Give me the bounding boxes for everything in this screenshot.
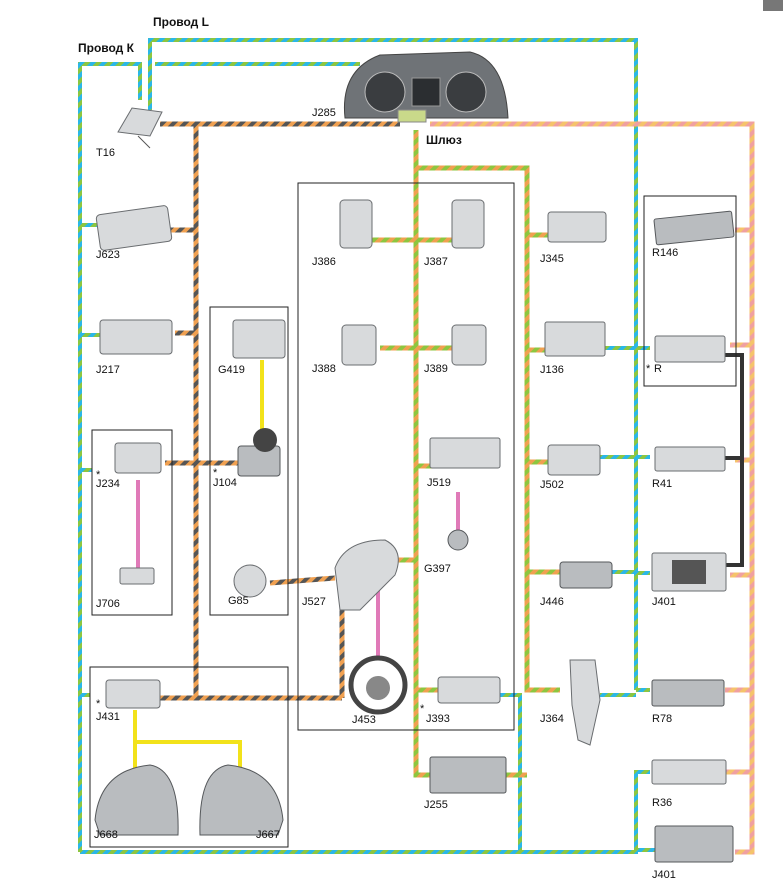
headlight-J667[interactable] bbox=[199, 764, 284, 836]
label-J255: J255 bbox=[424, 799, 448, 811]
group-box-radio bbox=[643, 195, 737, 387]
label-T16: T16 bbox=[96, 147, 115, 159]
rain-sensor-G397[interactable] bbox=[447, 529, 469, 551]
aux-heater-J364[interactable] bbox=[569, 659, 601, 746]
label-J104-star: * bbox=[213, 467, 218, 479]
label-R36: R36 bbox=[652, 797, 672, 809]
tyre-pressure-J502[interactable] bbox=[547, 444, 601, 476]
label-J386: J386 bbox=[312, 256, 336, 268]
gearbox-ecu-J217[interactable] bbox=[99, 319, 173, 355]
parking-aid-J446[interactable] bbox=[559, 561, 613, 589]
label-wire-l: Провод L bbox=[153, 15, 209, 29]
label-J706: J706 bbox=[96, 598, 120, 610]
corner-marker bbox=[763, 0, 783, 11]
drivetrain-can bbox=[160, 121, 400, 701]
label-J393-star: * bbox=[420, 703, 425, 715]
label-J668: J668 bbox=[94, 829, 118, 841]
label-J453: J453 bbox=[352, 714, 376, 726]
diagnostic-connector-T16[interactable] bbox=[117, 107, 163, 149]
label-J431-star: * bbox=[96, 698, 101, 710]
sensor-G419[interactable] bbox=[232, 319, 286, 359]
headlight-range-J431[interactable] bbox=[105, 679, 161, 709]
steering-wheel-J453[interactable] bbox=[348, 655, 408, 715]
comfort-ecu-J393[interactable] bbox=[437, 676, 501, 704]
door-module-J387[interactable] bbox=[451, 199, 485, 249]
label-R-star: * bbox=[646, 363, 651, 375]
label-R78: R78 bbox=[652, 713, 672, 725]
label-G419: G419 bbox=[218, 364, 245, 376]
label-J502: J502 bbox=[540, 479, 564, 491]
telephone-R36[interactable] bbox=[651, 759, 727, 785]
label-J393: J393 bbox=[426, 713, 450, 725]
label-R: R bbox=[654, 363, 662, 375]
trailer-ecu-J345[interactable] bbox=[547, 211, 607, 243]
label-J104: J104 bbox=[213, 477, 237, 489]
group-box-headlights bbox=[89, 666, 289, 848]
lin-yellow bbox=[133, 360, 264, 770]
instrument-cluster-J285[interactable] bbox=[343, 51, 509, 123]
label-gateway: Шлюз bbox=[426, 133, 462, 147]
label-R41: R41 bbox=[652, 478, 672, 490]
airbag-ecu-J234[interactable] bbox=[114, 442, 162, 474]
steering-column-J527[interactable] bbox=[334, 539, 399, 611]
tv-tuner-R78[interactable] bbox=[651, 679, 725, 707]
label-J389: J389 bbox=[424, 363, 448, 375]
engine-ecu-J623[interactable] bbox=[95, 205, 173, 251]
comfort-can bbox=[370, 130, 560, 778]
label-G397: G397 bbox=[424, 563, 451, 575]
label-J136: J136 bbox=[540, 364, 564, 376]
label-J519: J519 bbox=[427, 477, 451, 489]
label-J234: J234 bbox=[96, 478, 120, 490]
group-box-airbag bbox=[91, 429, 173, 616]
label-J285: J285 bbox=[312, 107, 336, 119]
label-J667: J667 bbox=[256, 829, 280, 841]
label-J446: J446 bbox=[540, 596, 564, 608]
navigation-J401[interactable] bbox=[651, 552, 727, 592]
label-J388: J388 bbox=[312, 363, 336, 375]
radio-R146[interactable] bbox=[653, 210, 735, 246]
label-J623: J623 bbox=[96, 249, 120, 261]
label-J217: J217 bbox=[96, 364, 120, 376]
label-J401b: J401 bbox=[652, 869, 676, 881]
label-J345: J345 bbox=[540, 253, 564, 265]
seat-occupancy-J706[interactable] bbox=[119, 567, 155, 585]
label-R146: R146 bbox=[652, 247, 678, 259]
label-wire-k: Провод К bbox=[78, 41, 135, 55]
label-J431: J431 bbox=[96, 711, 120, 723]
diagnostic-wires bbox=[78, 38, 655, 854]
most-ring bbox=[725, 353, 744, 567]
door-module-J389[interactable] bbox=[451, 324, 487, 366]
lin-pink bbox=[136, 480, 460, 660]
door-module-J386[interactable] bbox=[339, 199, 373, 249]
group-box-abs bbox=[209, 306, 289, 616]
door-module-J388[interactable] bbox=[341, 324, 377, 366]
label-G85: G85 bbox=[228, 595, 249, 607]
seat-memory-J136[interactable] bbox=[544, 321, 606, 357]
navigation-drive-J401[interactable] bbox=[654, 825, 734, 863]
headlight-J668[interactable] bbox=[94, 764, 179, 836]
steering-angle-sensor-G85[interactable] bbox=[233, 564, 267, 598]
label-J387: J387 bbox=[424, 256, 448, 268]
label-J401a: J401 bbox=[652, 596, 676, 608]
onboard-supply-J519[interactable] bbox=[429, 437, 501, 469]
abs-unit-J104[interactable] bbox=[237, 428, 281, 477]
cd-changer-R41[interactable] bbox=[654, 446, 726, 472]
radio-R[interactable] bbox=[654, 335, 726, 363]
group-box-comfort bbox=[297, 182, 515, 731]
label-J234-star: * bbox=[96, 469, 101, 481]
label-J364: J364 bbox=[540, 713, 564, 725]
label-J527: J527 bbox=[302, 596, 326, 608]
climatronic-J255[interactable] bbox=[429, 756, 507, 794]
